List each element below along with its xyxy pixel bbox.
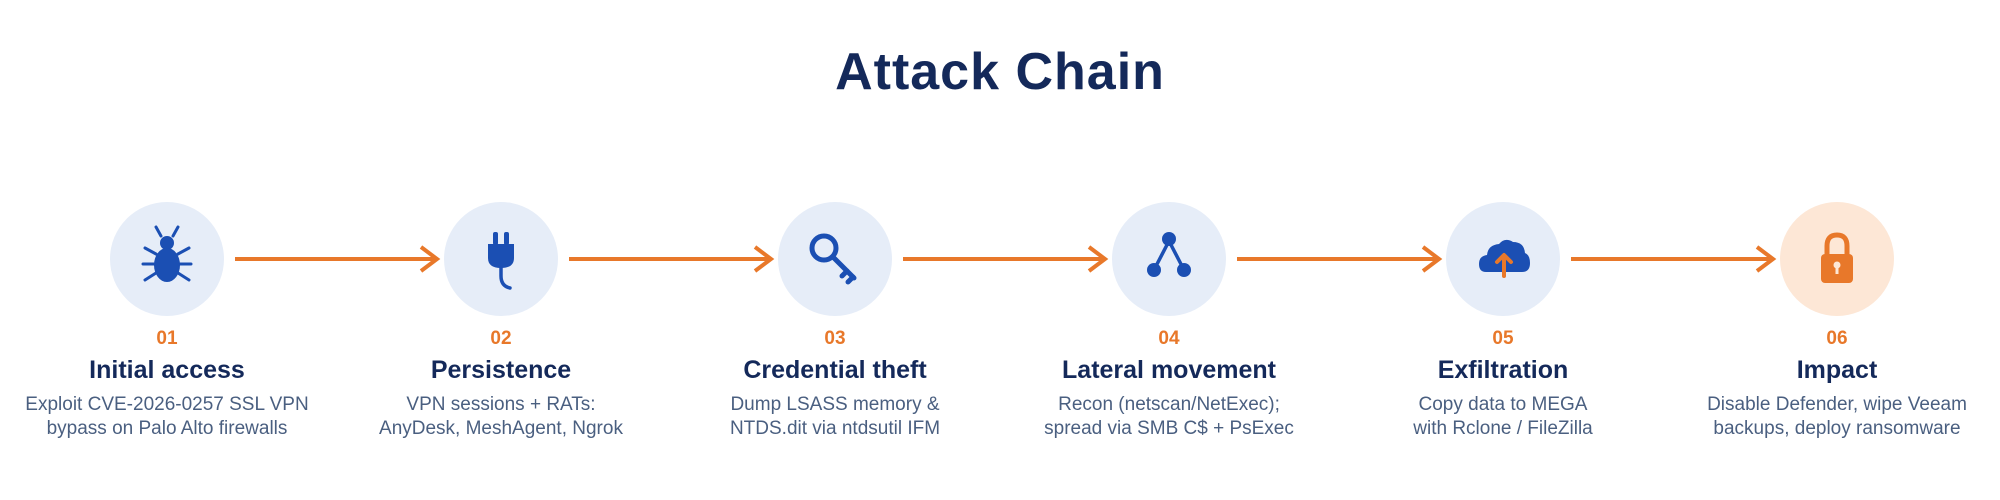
diagram-title: Attack Chain xyxy=(835,43,1165,101)
stage-description: Disable Defender, wipe Veeam backups, de… xyxy=(1667,393,2000,441)
stage-number: 03 xyxy=(824,328,846,349)
stage-number: 04 xyxy=(1158,328,1180,349)
stage-title: Exfiltration xyxy=(1437,356,1569,384)
stage-icon-circle xyxy=(1780,202,1894,316)
stage-number: 01 xyxy=(156,328,178,349)
stage-title: Initial access xyxy=(89,356,245,384)
stage-description-line: with Rclone / FileZilla xyxy=(1413,418,1593,439)
stage-number: 02 xyxy=(490,328,512,349)
stage-description-line: Copy data to MEGA xyxy=(1418,394,1588,415)
stage-description-line: spread via SMB C$ + PsExec xyxy=(1044,418,1294,439)
network-icon xyxy=(1147,232,1191,277)
stage-description-line: Dump LSASS memory & xyxy=(730,394,940,415)
stage-description-line: backups, deploy ransomware xyxy=(1713,418,1961,439)
padlock-icon xyxy=(1821,232,1853,283)
stage-icon-circle xyxy=(1112,202,1226,316)
stage-title: Credential theft xyxy=(743,356,927,384)
stage-description: Dump LSASS memory & NTDS.dit via ntdsuti… xyxy=(665,393,1005,441)
stage-description-line: Exploit CVE-2026-0257 SSL VPN xyxy=(25,394,309,415)
stage-title: Impact xyxy=(1796,356,1878,384)
stage-number: 05 xyxy=(1492,328,1514,349)
stage-title: Lateral movement xyxy=(1062,356,1276,384)
stage-description: Recon (netscan/NetExec); spread via SMB … xyxy=(999,393,1339,441)
stage-description-line: AnyDesk, MeshAgent, Ngrok xyxy=(379,418,623,439)
stage-number: 06 xyxy=(1826,328,1848,349)
stage-description-line: Disable Defender, wipe Veeam xyxy=(1707,394,1967,415)
stage-description: Exploit CVE-2026-0257 SSL VPN bypass on … xyxy=(0,393,337,441)
stage-icon-circle xyxy=(110,202,224,316)
stage-icon-circle xyxy=(778,202,892,316)
stage-icon-circle xyxy=(444,202,558,316)
stage-description: Copy data to MEGA with Rclone / FileZill… xyxy=(1333,393,1673,441)
stage-description-line: VPN sessions + RATs: xyxy=(406,394,596,415)
stage-description-line: Recon (netscan/NetExec); xyxy=(1058,394,1280,415)
stage-description-line: bypass on Palo Alto firewalls xyxy=(46,418,288,439)
stage-title: Persistence xyxy=(430,356,572,384)
stage-description-line: NTDS.dit via ntdsutil IFM xyxy=(729,418,941,439)
key-icon xyxy=(809,233,857,285)
plug-icon xyxy=(488,232,514,290)
stage-description: VPN sessions + RATs: AnyDesk, MeshAgent,… xyxy=(331,393,671,441)
stage-icon-circle xyxy=(1446,202,1560,316)
bug-icon xyxy=(141,225,193,282)
cloud-upload-icon xyxy=(1479,239,1530,278)
